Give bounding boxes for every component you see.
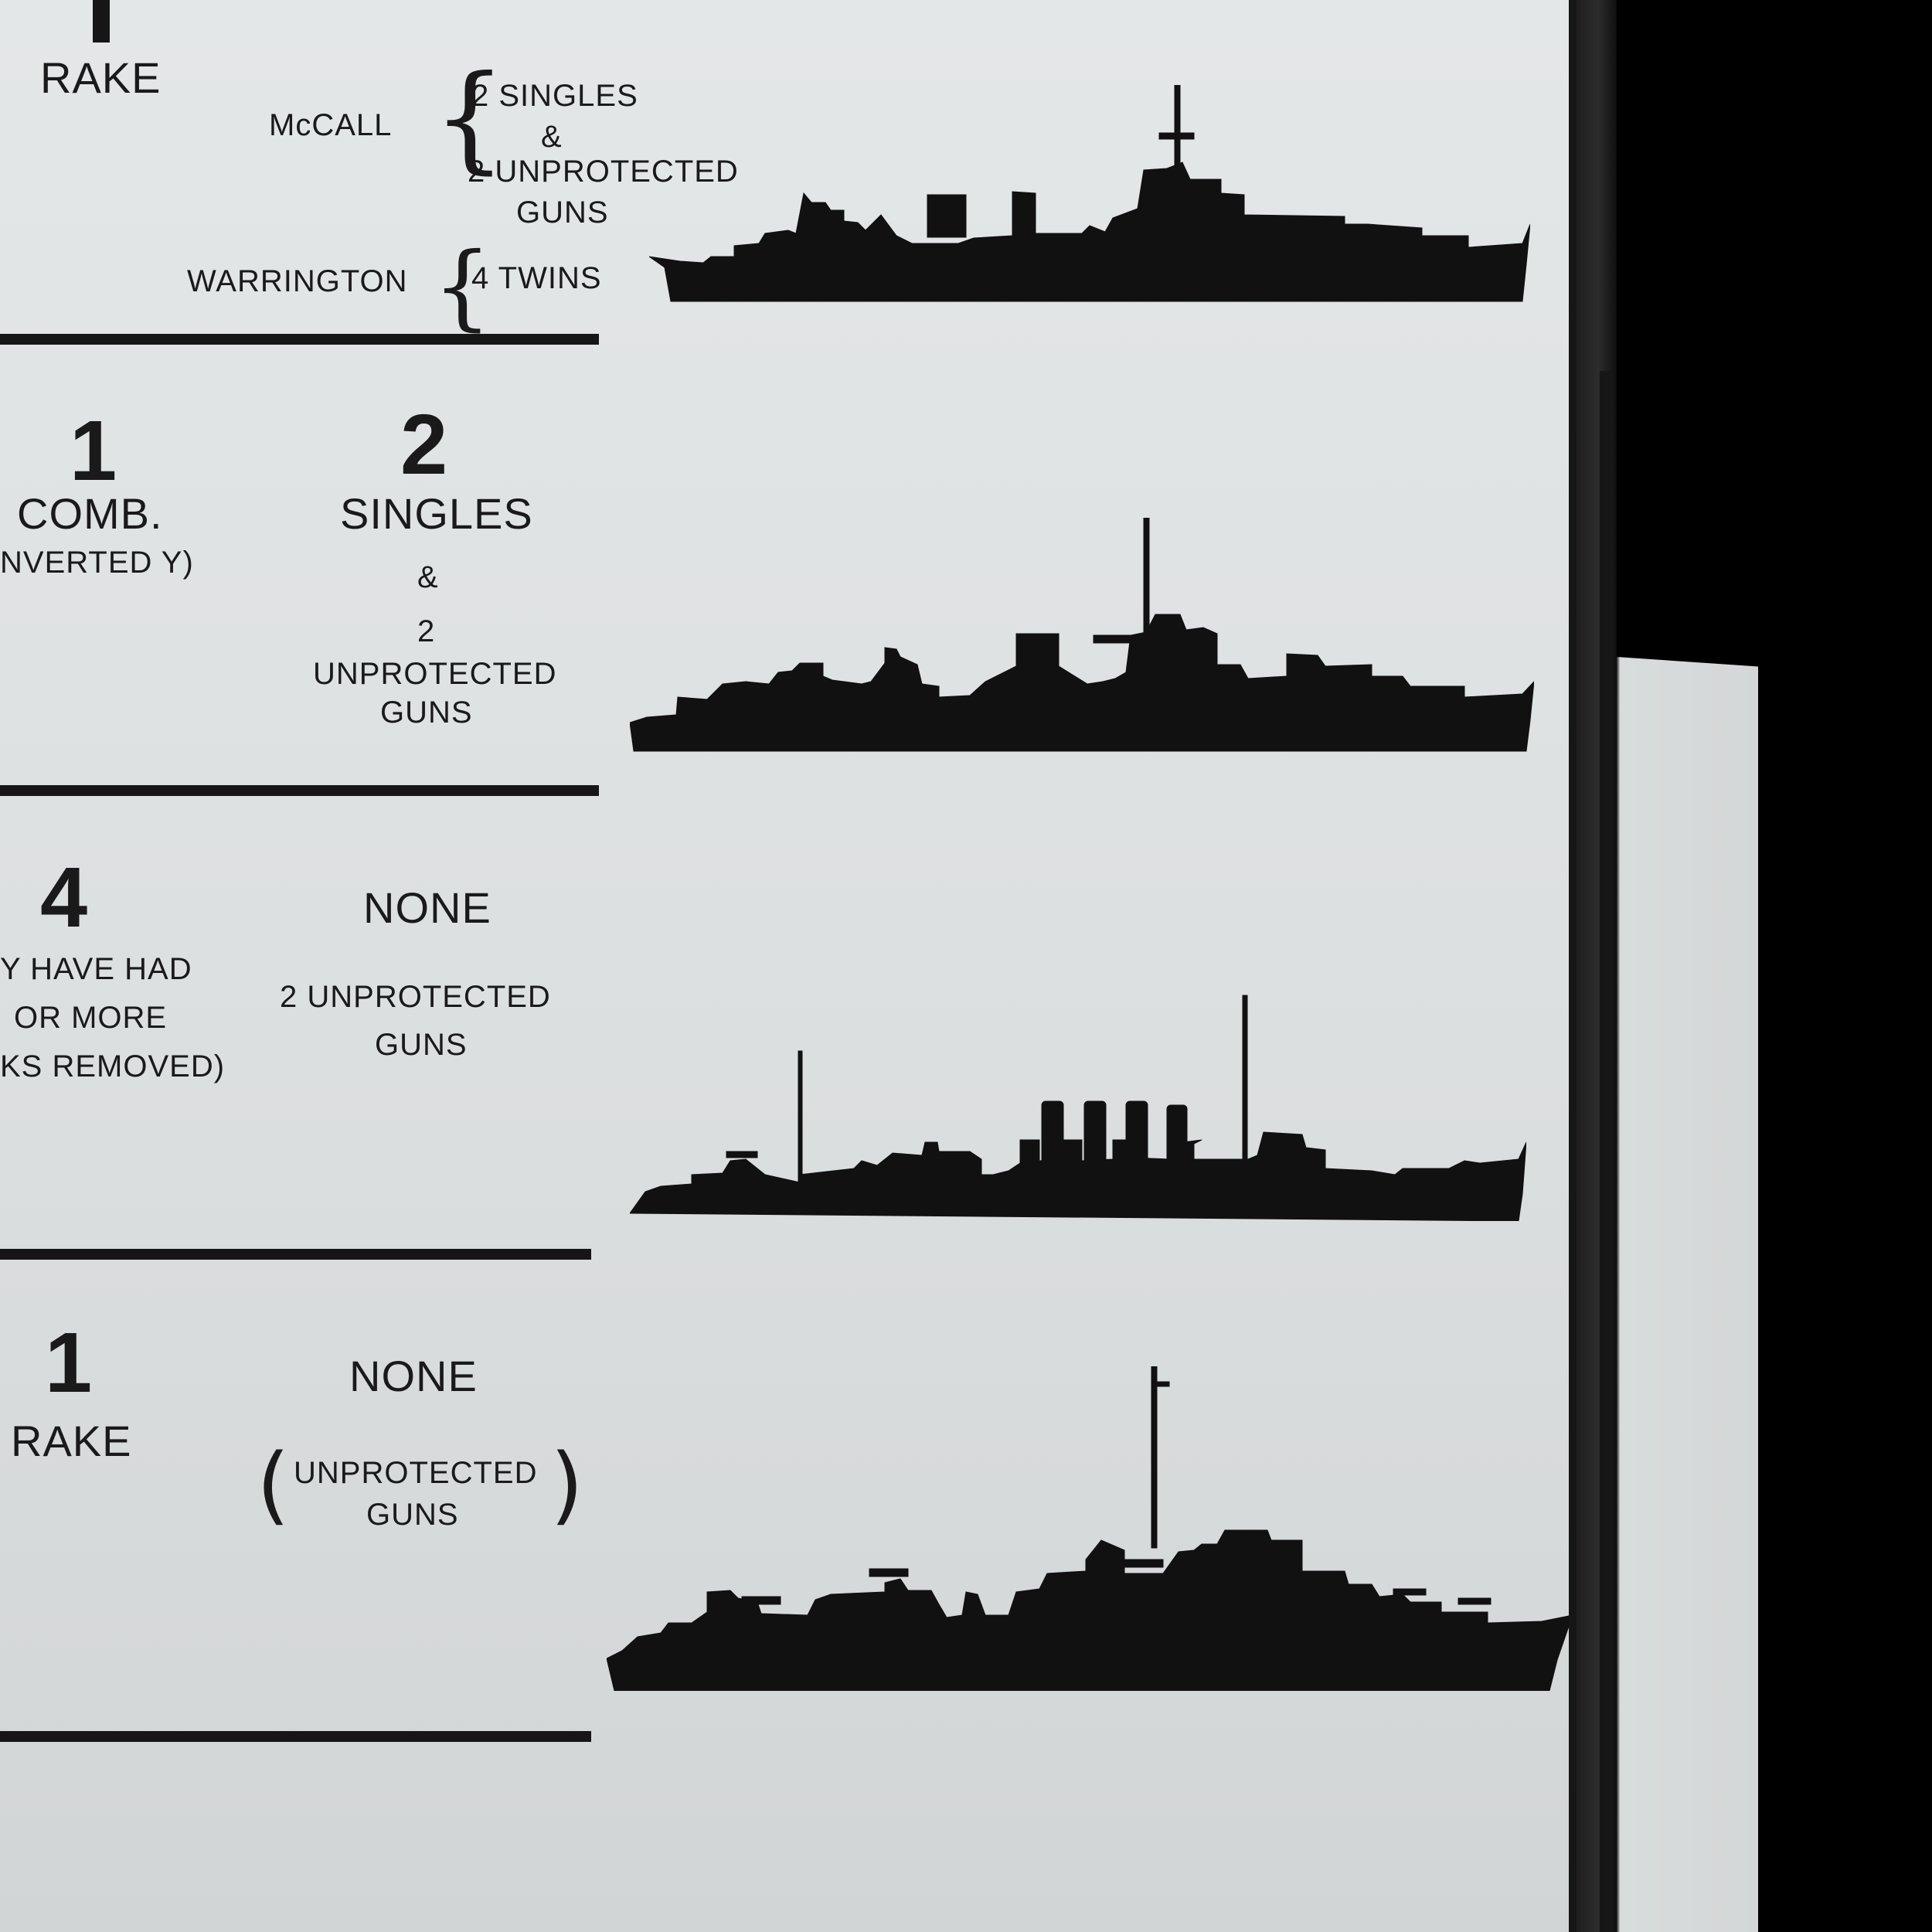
row2-gun-type-2b: GUNS (380, 696, 473, 730)
row2-stack-label: COMB. (17, 489, 163, 538)
row4-gun-note-line1: UNPROTECTED (294, 1456, 538, 1490)
row2-gun-type-2: UNPROTECTED (313, 657, 557, 691)
stack-top-stroke (93, 0, 110, 43)
row2-amp: & (417, 560, 439, 594)
row1-variant1-line1: 2 SINGLES (471, 79, 638, 113)
row1-variant2-name: WARRINGTON (187, 264, 408, 298)
row3-stack-note-line3: KS REMOVED) (0, 1049, 226, 1083)
row4-stack-label: RAKE (11, 1417, 132, 1465)
row3-gun-type: NONE (363, 883, 492, 932)
row1-variant1-name: McCALL (269, 108, 393, 142)
row4-left-paren: ( (257, 1435, 290, 1534)
row2-stack-count: 1 (70, 403, 118, 498)
row2-divider (0, 785, 599, 796)
row1-divider (0, 334, 599, 345)
row4-right-paren: ) (550, 1435, 583, 1534)
row1-variant2-line1: 4 TWINS (471, 261, 602, 295)
document-page: RAKE McCALL { 2 SINGLES & 2 UNPROTECTED … (0, 0, 1577, 1932)
row4-gun-type: NONE (349, 1352, 478, 1400)
row3-stack-count: 4 (40, 850, 89, 945)
row3-divider (0, 1249, 591, 1260)
row1-variant1-line4: GUNS (516, 196, 609, 230)
row3-stack-note-line1: Y HAVE HAD (0, 952, 192, 986)
row2-gun-count-2: 2 (417, 614, 436, 648)
row4-divider (0, 1731, 591, 1742)
row3-stack-note-line2: OR MORE (14, 1001, 168, 1035)
row1-destroyer-silhouette-icon (649, 85, 1530, 302)
row2-gun-type: SINGLES (340, 489, 533, 538)
row1-variant1-line2: & (541, 120, 563, 154)
row3-gun-note-line1: 2 UNPROTECTED (280, 980, 551, 1014)
row4-destroyer-escort-silhouette-icon (607, 1366, 1573, 1691)
row4-stack-count: 1 (45, 1315, 94, 1410)
row3-four-stack-destroyer-silhouette-icon (630, 995, 1526, 1221)
row4-gun-note-line2: GUNS (366, 1498, 459, 1532)
row1-variant2-brace: { (433, 233, 492, 341)
row2-stack-note: NVERTED Y) (0, 546, 194, 580)
row3-gun-note-line2: GUNS (375, 1028, 468, 1062)
row1-variant1-line3: 2 UNPROTECTED (468, 155, 739, 189)
row1-stack-label: RAKE (40, 53, 162, 102)
backing-frame-line (1600, 371, 1611, 1932)
row2-gun-count: 2 (400, 397, 449, 492)
row2-destroyer-silhouette-icon (630, 518, 1534, 752)
chart-right-border (1569, 0, 1577, 1932)
row1-variant1-brace: { (433, 51, 507, 185)
